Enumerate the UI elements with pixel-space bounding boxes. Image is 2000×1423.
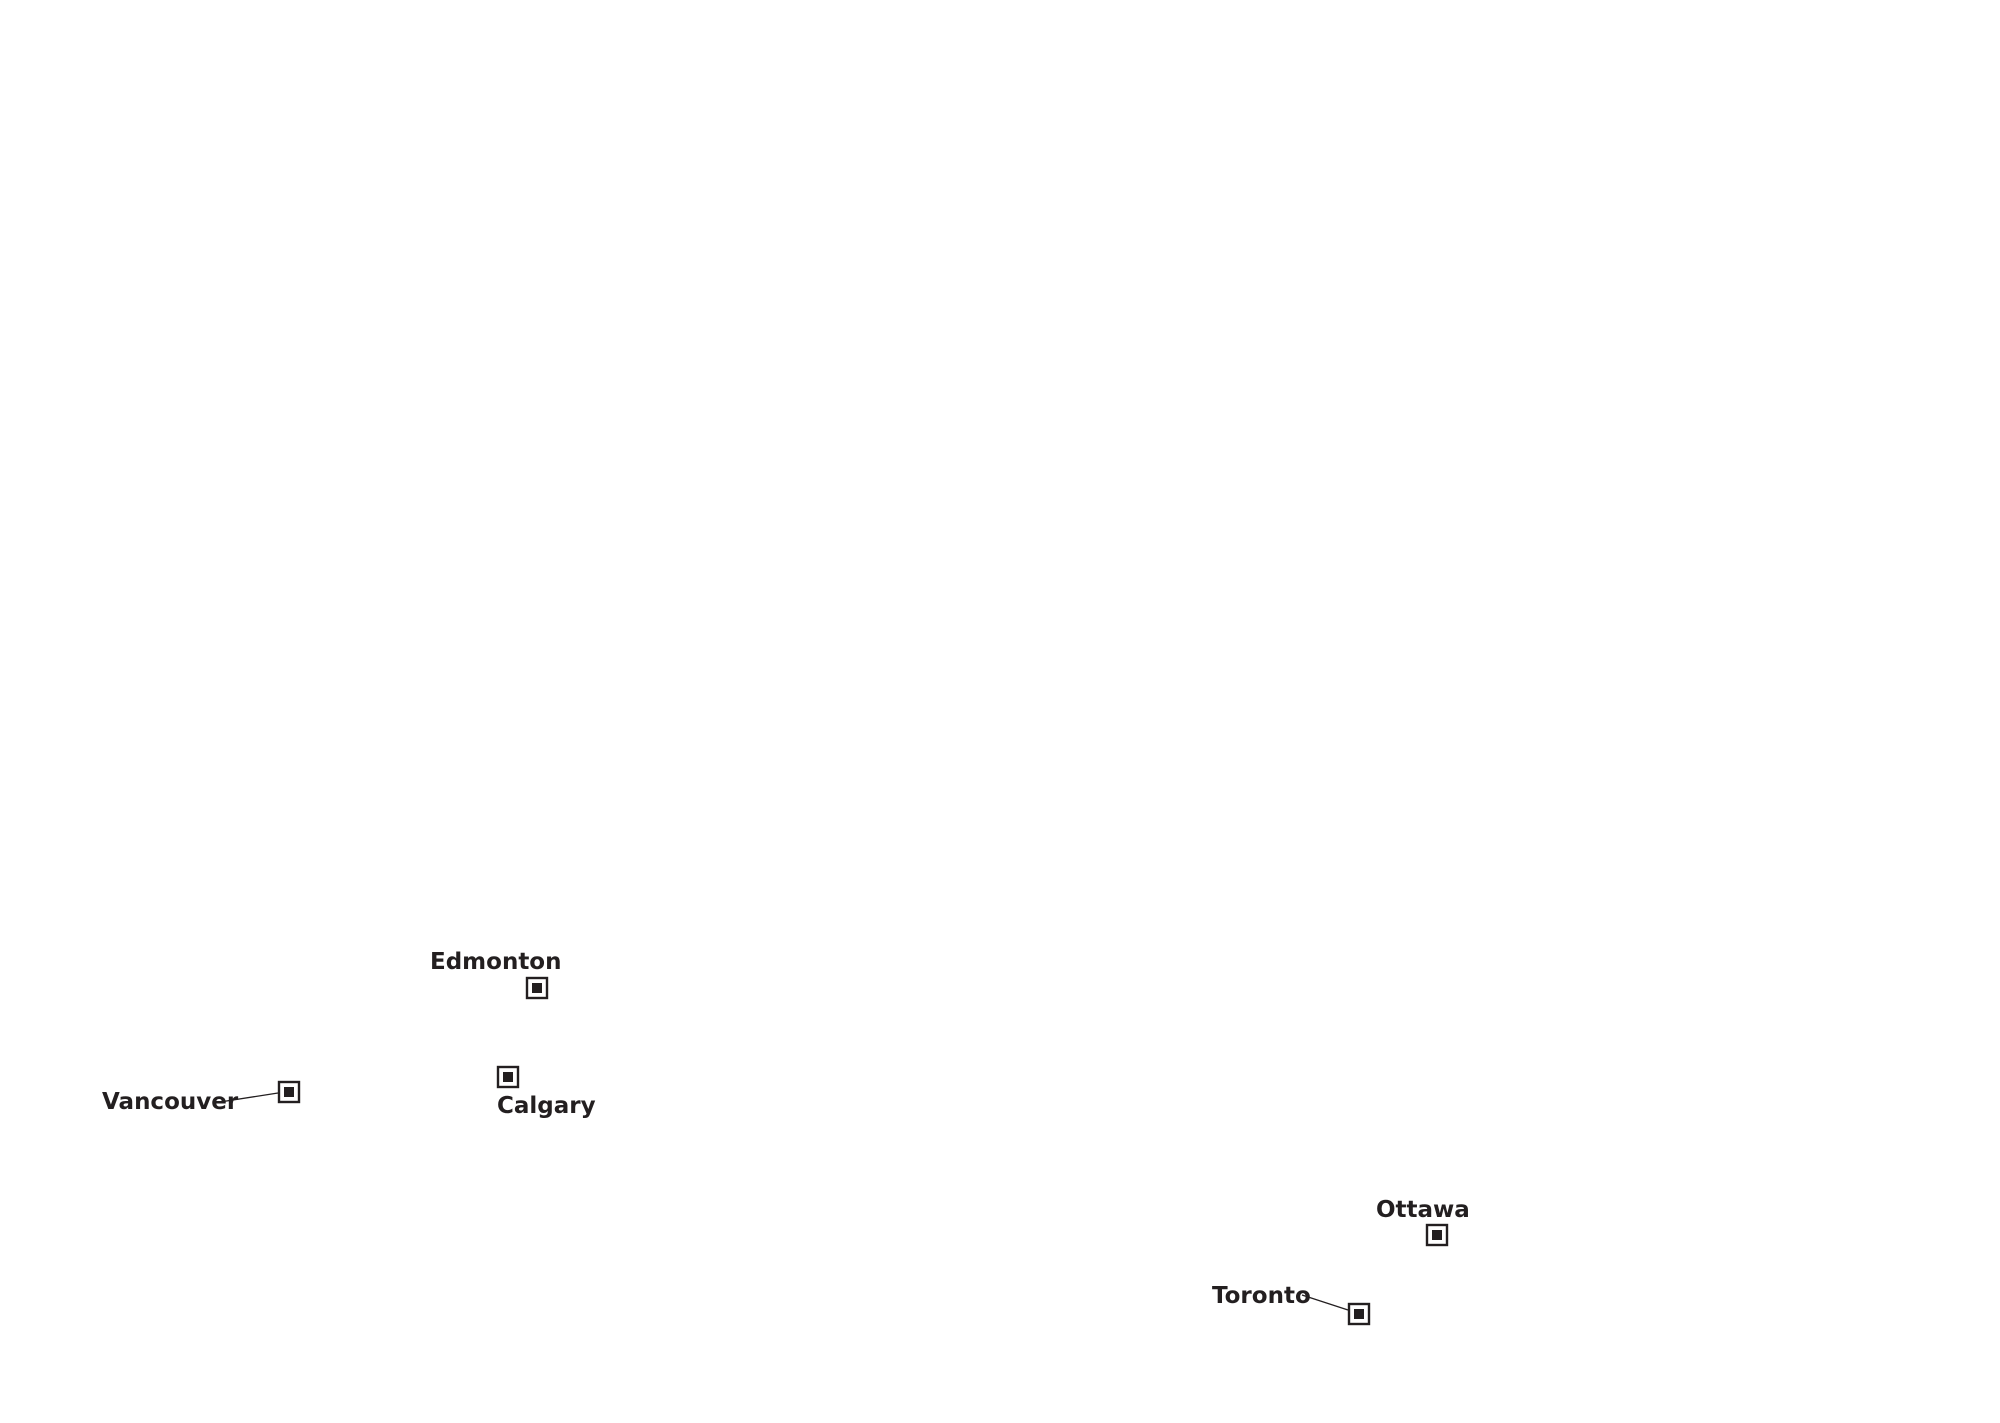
city-label-calgary: Calgary (497, 1093, 596, 1119)
square-dot-icon (525, 976, 549, 1000)
city-label-edmonton: Edmonton (430, 949, 562, 975)
city-label-vancouver: Vancouver (102, 1089, 239, 1115)
square-dot-icon (496, 1065, 520, 1089)
leader-line-vancouver (219, 1092, 279, 1103)
city-label-ottawa: Ottawa (1376, 1197, 1470, 1223)
city-toronto: Toronto (1212, 1283, 1371, 1326)
square-dot-icon (1347, 1302, 1371, 1326)
city-vancouver: Vancouver (102, 1080, 301, 1115)
square-dot-icon (1425, 1223, 1449, 1247)
leader-line-toronto (1301, 1294, 1349, 1311)
city-calgary: Calgary (496, 1065, 596, 1119)
city-label-toronto: Toronto (1212, 1283, 1311, 1309)
city-ottawa: Ottawa (1376, 1197, 1470, 1247)
square-dot-icon (277, 1080, 301, 1104)
city-edmonton: Edmonton (430, 949, 562, 1000)
